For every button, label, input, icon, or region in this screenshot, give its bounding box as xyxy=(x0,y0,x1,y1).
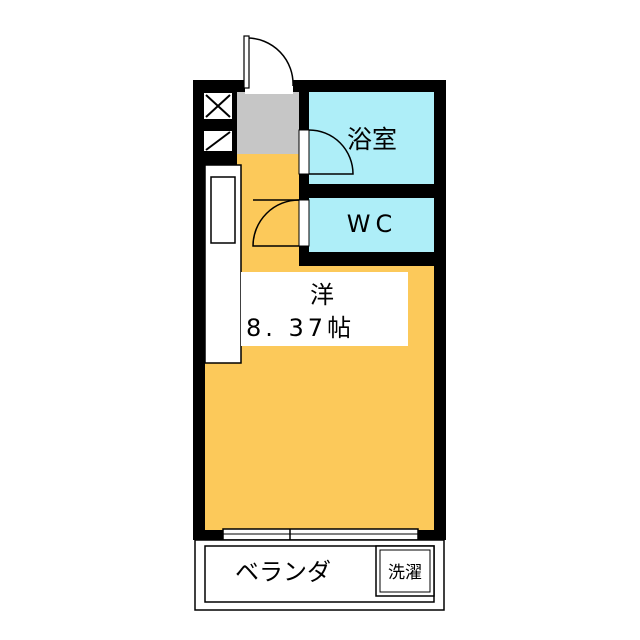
bath-label: 浴室 xyxy=(347,125,397,154)
kitchen-sink xyxy=(210,176,236,244)
bath-door-swing xyxy=(308,129,354,175)
storage-cross-2 xyxy=(205,94,231,118)
wc-door-opening xyxy=(298,199,310,247)
wc-door-swing xyxy=(252,199,300,247)
veranda-label: ベランダ xyxy=(235,558,331,586)
meter-diagonal xyxy=(205,131,231,151)
front-door-swing xyxy=(246,37,294,87)
room-label-box xyxy=(241,272,408,346)
western-room-label: 洋 xyxy=(310,281,334,309)
inner-wall-vertical xyxy=(299,92,309,262)
inner-wall-horizontal xyxy=(299,252,446,266)
entrance-floor xyxy=(237,92,299,154)
western-room-size: 8. 37帖 xyxy=(246,314,355,342)
wc-floor xyxy=(309,198,434,252)
bath-door-opening xyxy=(298,129,310,175)
bath-floor xyxy=(309,92,434,184)
front-door-leaf xyxy=(243,35,250,89)
laundry-label: 洗濯 xyxy=(388,563,422,583)
wc-label: WC xyxy=(347,210,398,238)
laundry-space-inner xyxy=(379,549,431,593)
corridor-floor xyxy=(237,152,299,264)
